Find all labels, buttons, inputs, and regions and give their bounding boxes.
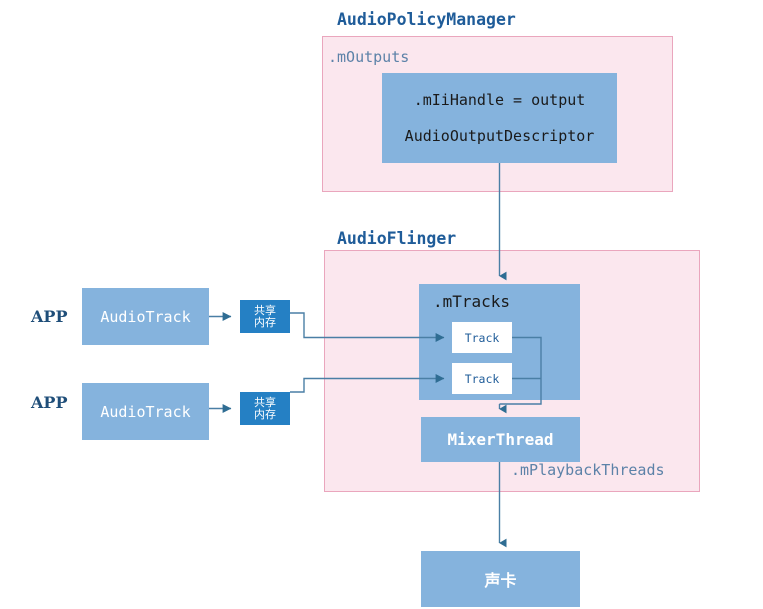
app-label-2: APP [31, 393, 68, 412]
track-item-1: Track [452, 322, 512, 353]
sound-card-label: 声卡 [484, 571, 517, 590]
audio-policy-manager-title: AudioPolicyManager [337, 10, 516, 29]
m-playback-threads-field-label: .mPlaybackThreads [511, 461, 665, 479]
sound-card-box: 声卡 [421, 551, 580, 607]
audio-track-box-1: AudioTrack [82, 288, 209, 345]
shared-memory-box-1: 共享 内存 [240, 300, 290, 333]
descriptor-type-line: AudioOutputDescriptor [404, 127, 595, 145]
shared-memory-1-line2: 内存 [254, 315, 276, 329]
shared-memory-1-line1: 共享 [254, 303, 276, 317]
m-outputs-field-label: .mOutputs [328, 48, 410, 66]
audio-flinger-title: AudioFlinger [337, 229, 457, 248]
mixer-thread-box: MixerThread [421, 417, 580, 462]
audio-output-descriptor-box: .mIiHandle = output AudioOutputDescripto… [382, 73, 617, 163]
audio-track-1-label: AudioTrack [100, 307, 191, 326]
descriptor-handle-line: .mIiHandle = output [413, 91, 586, 109]
audio-track-box-2: AudioTrack [82, 383, 209, 440]
audio-track-2-label: AudioTrack [100, 402, 191, 421]
mixer-thread-label: MixerThread [447, 430, 554, 449]
track-item-1-label: Track [464, 330, 500, 345]
shared-memory-2-line2: 内存 [254, 407, 276, 421]
track-item-2-label: Track [464, 371, 500, 386]
shared-memory-2-line1: 共享 [254, 395, 276, 409]
m-tracks-label: .mTracks [433, 292, 511, 311]
track-item-2: Track [452, 363, 512, 394]
shared-memory-box-2: 共享 内存 [240, 392, 290, 425]
app-label-1: APP [31, 307, 68, 326]
